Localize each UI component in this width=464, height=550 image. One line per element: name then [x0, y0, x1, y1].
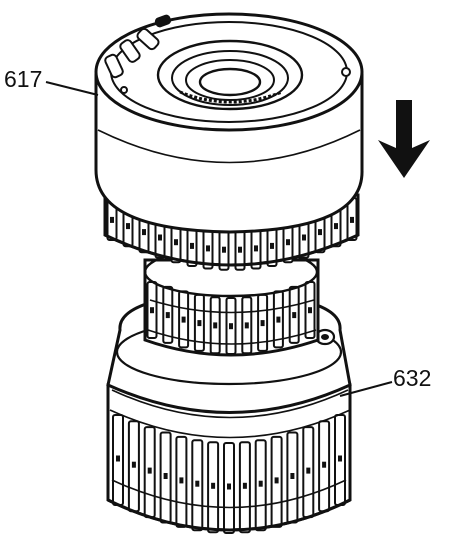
lower-spline-tooth-notch — [258, 480, 263, 487]
hub-spline-tooth-notch — [276, 316, 281, 323]
hub-splines — [146, 281, 316, 355]
arrow-down-icon — [378, 100, 430, 178]
lower-spline-tooth-notch — [227, 483, 231, 490]
hub-spline-tooth-notch — [244, 322, 249, 329]
lower-spline-tooth-notch — [306, 467, 311, 474]
lower-spline-tooth-notch — [131, 461, 136, 468]
hub-spline-tooth-notch — [229, 323, 233, 330]
callout-632: 632 — [339, 365, 431, 397]
hub-spline-tooth-notch — [213, 322, 218, 329]
upper-spline-tooth-notch — [110, 216, 114, 223]
lower-spline-tooth-notch — [274, 477, 279, 484]
upper-spline-tooth-notch — [270, 242, 274, 249]
upper-spline-tooth-notch — [238, 246, 242, 253]
hub-spline-tooth-notch — [165, 312, 170, 319]
upper-spline-tooth-notch — [254, 245, 258, 252]
lower-spline-tooth-notch — [338, 455, 342, 462]
lower-spline-tooth-notch — [163, 473, 168, 479]
hub-spline-tooth-notch — [260, 320, 265, 327]
callout-label-617: 617 — [4, 66, 42, 92]
upper-spline-tooth-notch — [174, 239, 178, 246]
lower-spline-tooth-notch — [242, 482, 247, 489]
upper-spline-tooth-notch — [158, 234, 162, 241]
upper-spline-tooth-notch — [190, 242, 194, 249]
upper-spline-tooth-notch — [302, 234, 306, 241]
lower-spline-tooth-notch — [211, 482, 216, 489]
lower-spline-tooth-notch — [147, 467, 152, 474]
callout-617: 617 — [4, 66, 99, 96]
hub-spline-tooth-notch — [181, 316, 186, 323]
hub-spline-tooth-notch — [150, 307, 154, 314]
hub-spline-tooth-notch — [308, 307, 312, 314]
center-hub-gear — [143, 246, 320, 357]
hub-spline-tooth-notch — [197, 320, 202, 327]
upper-spline-tooth-notch — [206, 245, 210, 252]
lower-spline-tooth-notch — [290, 473, 295, 479]
lower-spline-tooth-notch — [116, 455, 120, 462]
upper-spline-tooth-notch — [318, 229, 322, 236]
upper-spline-tooth-notch — [126, 223, 130, 230]
upper-spline-tooth-notch — [350, 216, 354, 223]
rim-slots — [104, 14, 172, 79]
lower-spline-tooth-notch — [179, 477, 184, 484]
upper-spline-tooth-notch — [142, 229, 146, 236]
callout-label-632: 632 — [393, 365, 431, 391]
upper-drum — [94, 12, 364, 234]
upper-spline-tooth-notch — [222, 246, 226, 253]
lower-spline-tooth-notch — [195, 480, 200, 487]
hub-spline-tooth-notch — [292, 312, 297, 319]
lower-spline-tooth-notch — [322, 461, 327, 468]
upper-spline-tooth-notch — [286, 239, 290, 246]
upper-spline-tooth-notch — [334, 223, 338, 230]
